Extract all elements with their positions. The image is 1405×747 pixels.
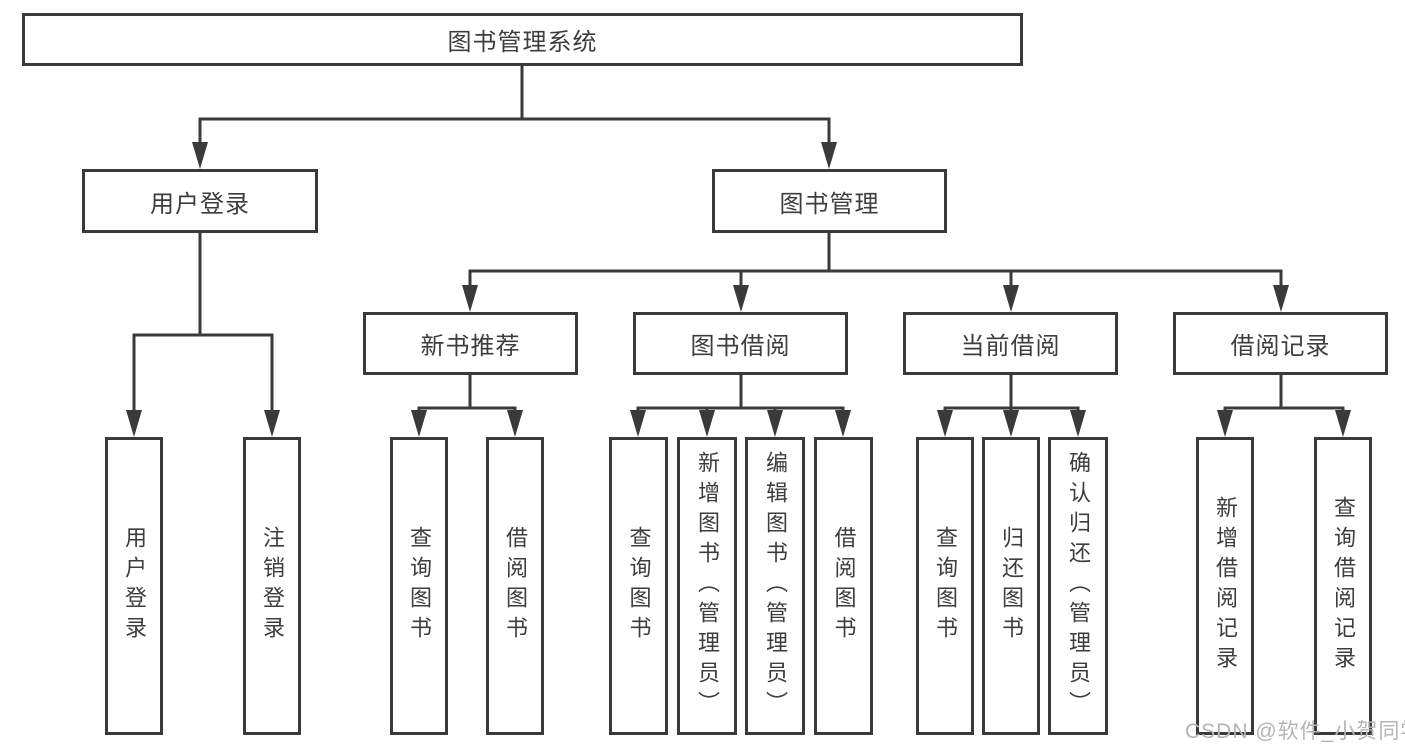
leaf-return-books-label: 归还图书 [999, 526, 1024, 646]
node-new-book-recommend: 新书推荐 [363, 312, 578, 375]
leaf-edit-books-admin-label: 编辑图书（管理员） [763, 451, 788, 721]
leaf-add-borrow-record-label: 新增借阅记录 [1213, 496, 1238, 676]
leaf-edit-books-admin: 编辑图书（管理员） [745, 437, 805, 735]
leaf-add-books-admin: 新增图书（管理员） [677, 437, 737, 735]
leaf-borrow-borrow-books-label: 借阅图书 [831, 526, 857, 646]
node-current-borrow-label: 当前借阅 [960, 333, 1061, 360]
node-book-management: 图书管理 [712, 169, 947, 233]
csdn-watermark: CSDN @软件_小贺同学 [1185, 720, 1405, 743]
leaf-borrow-borrow-books: 借阅图书 [814, 437, 873, 735]
node-borrow-record-label: 借阅记录 [1230, 333, 1331, 360]
node-book-borrow: 图书借阅 [633, 312, 848, 375]
leaf-query-borrow-record-label: 查询借阅记录 [1331, 496, 1356, 676]
leaf-recommend-borrow-books-label: 借阅图书 [503, 526, 528, 646]
node-user-login: 用户登录 [82, 169, 318, 233]
leaf-recommend-borrow-books: 借阅图书 [486, 437, 544, 735]
node-book-management-label: 图书管理 [779, 190, 880, 218]
arrowheads [126, 142, 1351, 437]
leaf-add-borrow-record: 新增借阅记录 [1196, 437, 1254, 735]
leaf-user-login-label: 用户登录 [122, 526, 147, 646]
node-current-borrow: 当前借阅 [903, 312, 1118, 375]
leaf-confirm-return-admin: 确认归还（管理员） [1048, 437, 1108, 735]
leaf-user-login: 用户登录 [105, 437, 163, 735]
leaf-current-query-books-label: 查询图书 [933, 526, 958, 646]
leaf-query-borrow-record: 查询借阅记录 [1314, 437, 1372, 735]
leaf-borrow-query-books: 查询图书 [609, 437, 668, 735]
node-root-label: 图书管理系统 [447, 29, 598, 56]
node-borrow-record: 借阅记录 [1173, 312, 1388, 375]
node-root-system: 图书管理系统 [22, 13, 1023, 66]
leaf-recommend-query-books-label: 查询图书 [407, 526, 432, 646]
leaf-borrow-query-books-label: 查询图书 [626, 526, 652, 646]
node-book-borrow-label: 图书借阅 [690, 333, 791, 360]
leaf-logout-label: 注销登录 [260, 526, 285, 646]
leaf-logout: 注销登录 [243, 437, 301, 735]
leaf-recommend-query-books: 查询图书 [390, 437, 448, 735]
leaf-return-books: 归还图书 [982, 437, 1040, 735]
leaf-add-books-admin-label: 新增图书（管理员） [695, 451, 720, 721]
leaf-current-query-books: 查询图书 [916, 437, 974, 735]
leaf-confirm-return-admin-label: 确认归还（管理员） [1066, 451, 1091, 721]
node-user-login-label: 用户登录 [150, 190, 250, 218]
node-new-book-recommend-label: 新书推荐 [420, 333, 521, 360]
